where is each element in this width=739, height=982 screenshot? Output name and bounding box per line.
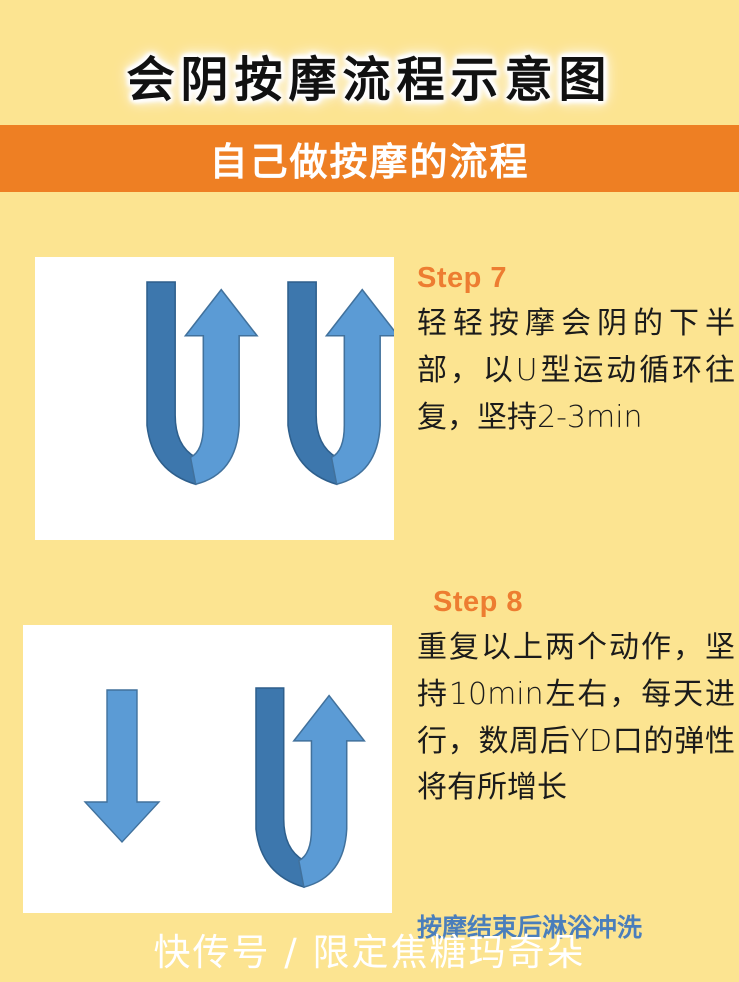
step-7-body: 轻轻按摩会阴的下半部，以U型运动循环往复，坚持2-3min — [417, 306, 735, 435]
two-u-turn-arrows-icon — [146, 281, 394, 486]
step-7-heading: Step 7 — [417, 262, 508, 294]
down-arrow-and-u-turn-arrow-icon — [83, 687, 366, 889]
footer-note: 按摩结束后淋浴冲洗 — [417, 913, 643, 942]
step-8-heading: Step 8 — [433, 586, 524, 618]
step-8-illustration-panel — [23, 625, 392, 913]
step-7-illustration-panel — [35, 257, 394, 540]
subtitle-band: 自己做按摩的流程 — [0, 125, 739, 192]
step-8-body: 重复以上两个动作，坚持10min左右，每天进行，数周后YD口的弹性将有所增长 — [417, 630, 735, 806]
down-arrow-shape — [83, 689, 161, 844]
watermark: 快传号 / 限定焦糖玛奇朵 — [153, 931, 586, 974]
page-title: 会阴按摩流程示意图 — [126, 52, 613, 108]
step-8-text-block: Step 8 重复以上两个动作，坚持10min左右，每天进行，数周后YD口的弹性… — [417, 586, 735, 812]
subtitle-text: 自己做按摩的流程 — [209, 142, 530, 184]
step-7-text-block: Step 7 轻轻按摩会阴的下半部，以U型运动循环往复，坚持2-3min — [417, 262, 735, 441]
